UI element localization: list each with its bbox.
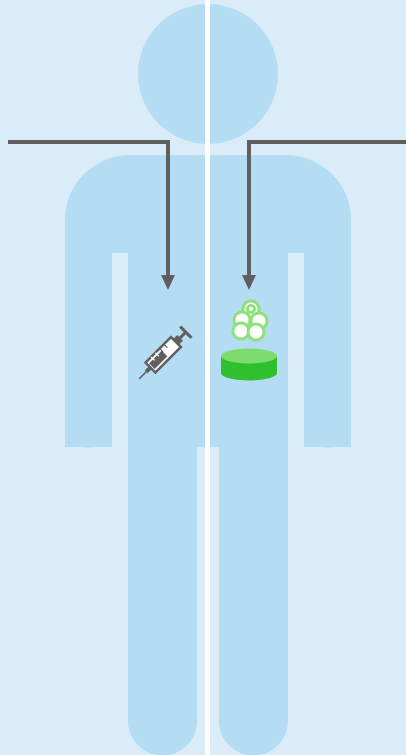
figure-right-foot — [219, 687, 288, 755]
figure-right-leg — [219, 440, 288, 722]
figure-left-leg — [128, 440, 197, 722]
figure-right-arm — [304, 253, 351, 425]
figure-left-hand — [65, 401, 112, 448]
right-arm-gap — [288, 253, 304, 453]
center-divider — [205, 0, 210, 755]
left-arm-gap — [112, 253, 128, 453]
figure-left-foot — [128, 687, 197, 755]
figure-left-arm — [65, 253, 112, 425]
petri-dish-icon — [221, 349, 277, 381]
figure-right-hand — [304, 401, 351, 448]
